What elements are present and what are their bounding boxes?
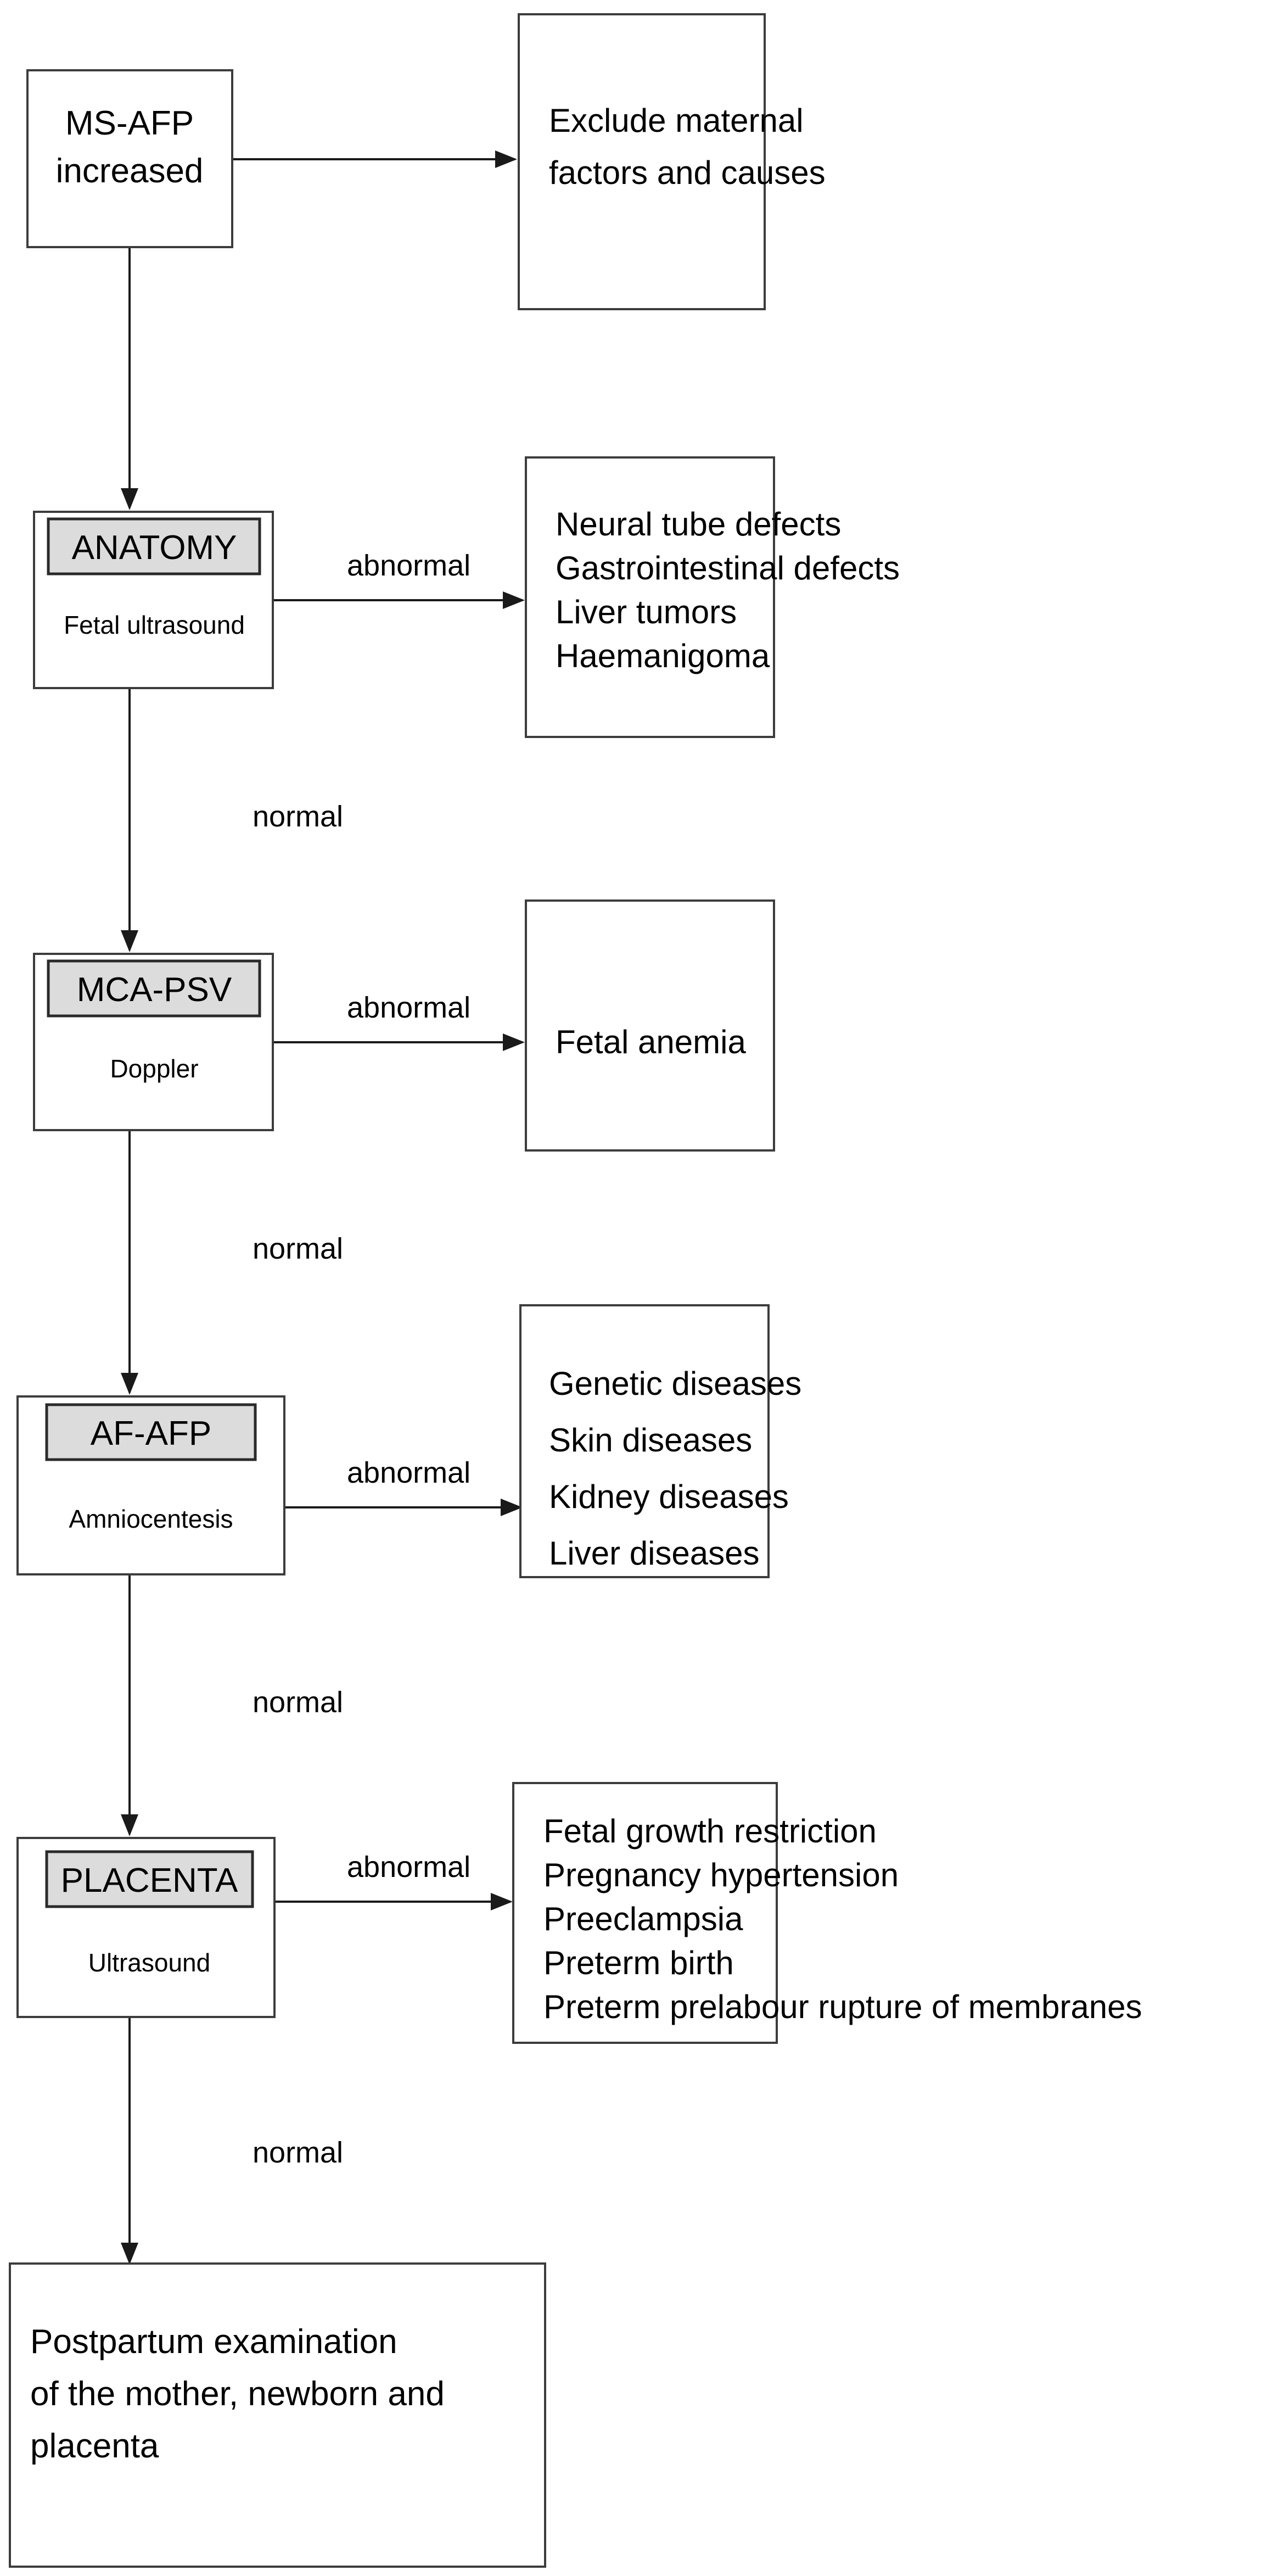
edge-label-abnormal-af-afp: abnormal [347,1456,470,1489]
af-afp-sub-label: Amniocentesis [69,1505,233,1533]
node-postpartum-examination[interactable]: Postpartum examination of the mother, ne… [9,2262,546,2568]
postpartum-line2: of the mother, newborn and [30,2375,445,2413]
edge-label-normal-anatomy-to-mca: normal [253,800,343,833]
edge-label-abnormal-placenta: abnormal [347,1851,470,1884]
af-afp-abnormal-item-1: Skin diseases [549,1422,752,1459]
anatomy-abnormal-item-3: Haemanigoma [556,638,770,674]
maternal-factors-item-1: factors and causes [549,154,826,191]
node-af-afp[interactable]: AF-AFP Amniocentesis [16,1395,285,1575]
maternal-factors-item-0: Exclude maternal [549,102,804,139]
af-afp-chip-label: AF-AFP [91,1415,211,1452]
edge-label-normal-placenta-to-postpartum: normal [253,2136,343,2169]
postpartum-line1: Postpartum examination [30,2323,397,2361]
anatomy-chip-background [47,517,261,575]
mca-psv-chip-label: MCA-PSV [77,971,232,1009]
af-afp-abnormal-item-3: Liver diseases [549,1535,760,1572]
ms-afp-line1: MS-AFP [65,104,194,142]
postpartum-line3: placenta [30,2427,159,2465]
edge-label-normal-mca-to-af-afp: normal [253,1232,343,1265]
af-afp-abnormal-item-0: Genetic diseases [549,1365,801,1402]
anatomy-abnormal-item-1: Gastrointestinal defects [556,550,900,586]
node-anatomy[interactable]: ANATOMY Fetal ultrasound [33,511,274,689]
anatomy-abnormal-item-2: Liver tumors [556,594,737,630]
placenta-chip-background [45,1850,254,1908]
edge-label-abnormal-mca: abnormal [347,991,470,1024]
ms-afp-line2: increased [56,152,204,190]
placenta-abnormal-item-2: Preeclampsia [543,1901,743,1937]
node-mca-psv[interactable]: MCA-PSV Doppler [33,953,274,1131]
outcome-box-af-afp-abnormal[interactable]: Genetic diseases Skin diseases Kidney di… [519,1304,801,1578]
anatomy-abnormal-item-0: Neural tube defects [556,506,841,543]
edge-label-abnormal-anatomy: abnormal [347,549,470,582]
placenta-sub-label: Ultrasound [88,1948,210,1977]
outcome-box-anatomy-abnormal[interactable]: Neural tube defects Gastrointestinal def… [525,456,900,738]
mca-psv-sub-label: Doppler [110,1054,198,1083]
outcome-box-maternal-factors[interactable]: Exclude maternal factors and causes [518,13,826,310]
placenta-abnormal-item-4: Preterm prelabour rupture of membranes [543,1988,1142,2025]
af-afp-chip-background [45,1403,257,1461]
af-afp-abnormal-item-2: Kidney diseases [549,1478,789,1515]
placenta-abnormal-item-1: Pregnancy hypertension [543,1857,899,1893]
node-placenta[interactable]: PLACENTA Ultrasound [16,1837,276,2018]
mca-abnormal-item-0: Fetal anemia [556,1024,746,1060]
edge-label-normal-af-afp-to-placenta: normal [253,1686,343,1719]
placenta-chip-label: PLACENTA [61,1862,238,1899]
outcome-box-placenta-abnormal[interactable]: Fetal growth restriction Pregnancy hyper… [512,1782,1142,2044]
anatomy-sub-label: Fetal ultrasound [64,611,245,639]
placenta-abnormal-item-0: Fetal growth restriction [543,1813,877,1849]
outcome-box-mca-abnormal[interactable]: Fetal anemia [525,899,775,1152]
anatomy-chip-label: ANATOMY [72,529,237,567]
mca-psv-chip-background [47,959,261,1018]
placenta-abnormal-item-3: Preterm birth [543,1944,734,1981]
node-ms-afp-increased[interactable]: MS-AFP increased [26,69,233,248]
